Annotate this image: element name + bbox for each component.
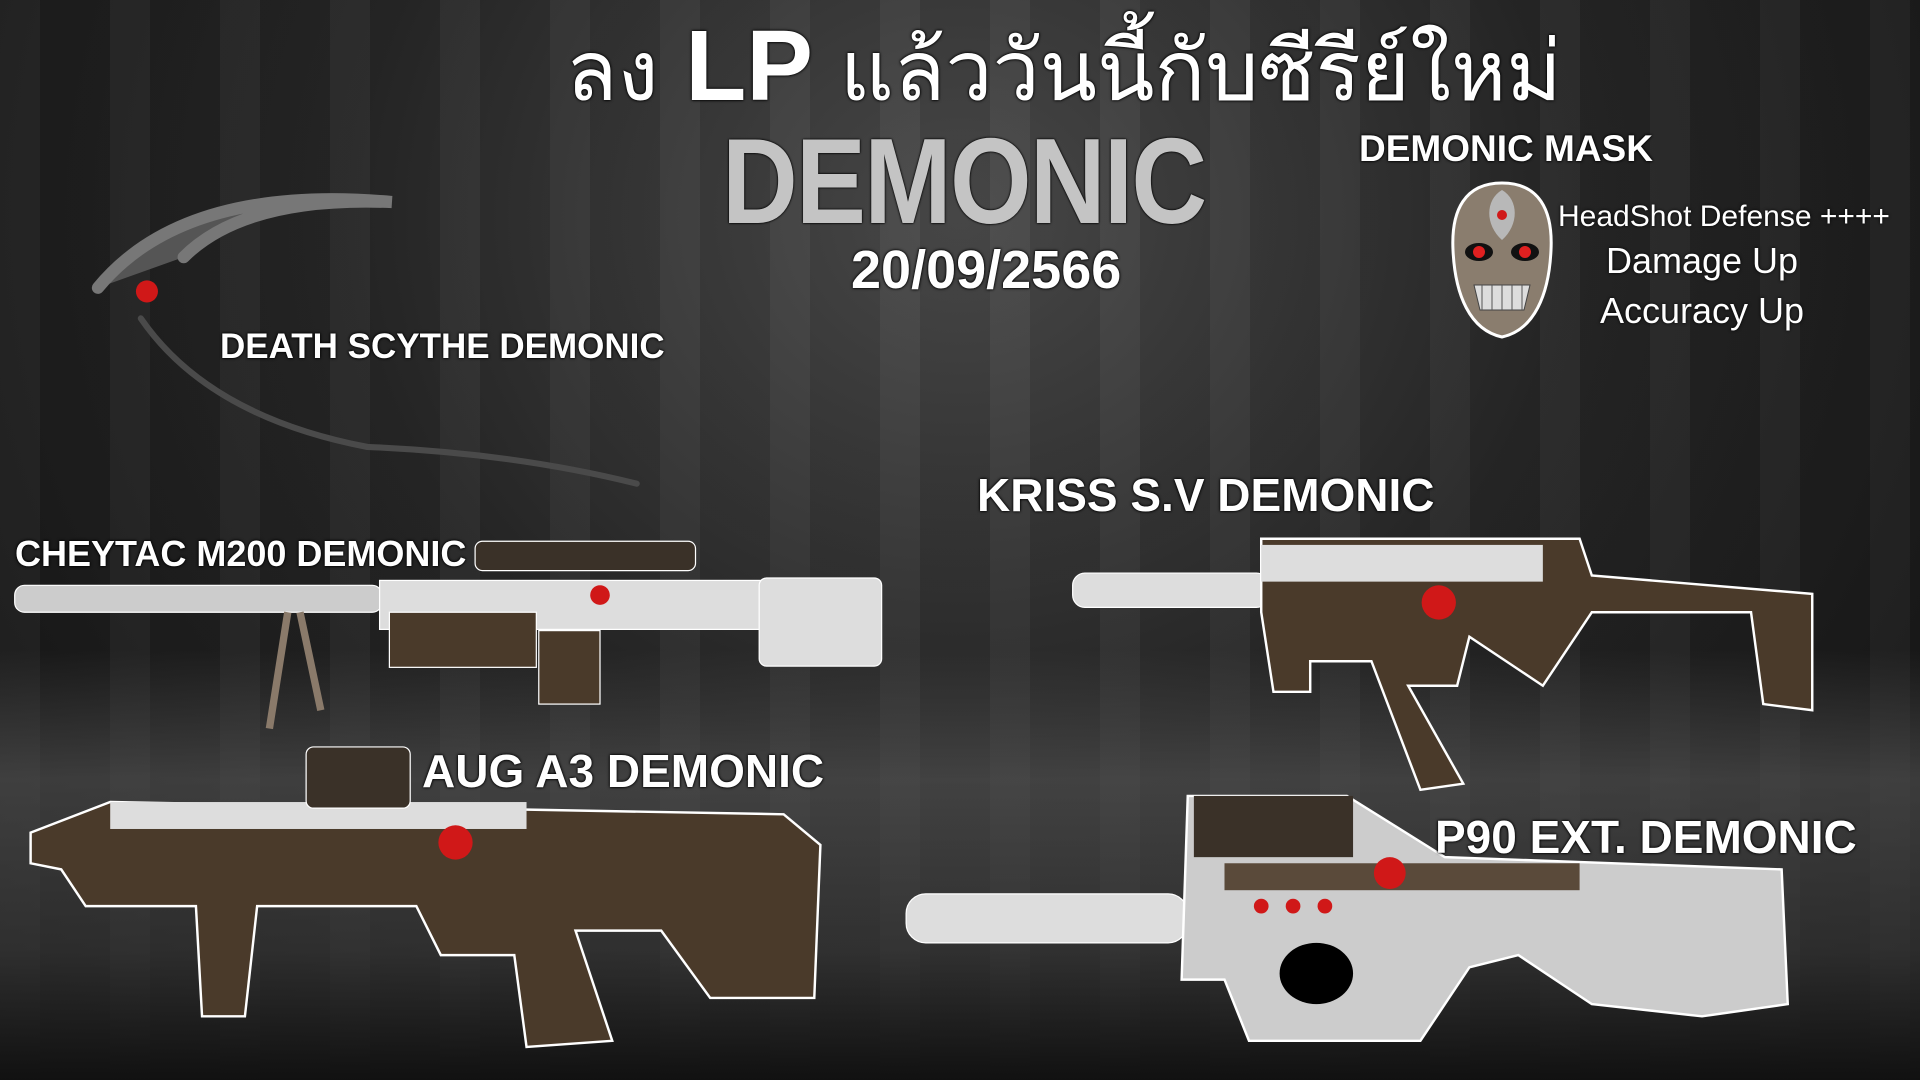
cheytac-m200-image [14, 540, 883, 730]
weapon-label-cheytac: CHEYTAC M200 DEMONIC [15, 533, 467, 574]
death-scythe-image [91, 193, 640, 487]
demonic-mask-image [1451, 181, 1553, 339]
mask-stat-headshot-defense: HeadShot Defense ++++ [1558, 200, 1890, 233]
weapon-label-death-scythe: DEATH SCYTHE DEMONIC [220, 327, 665, 366]
release-date: 20/09/2566 [851, 240, 1122, 300]
aug-a3-image [29, 746, 822, 1049]
mask-stat-accuracy: Accuracy Up [1599, 290, 1805, 331]
mask-stat-damage: Damage Up [1605, 240, 1799, 281]
series-title: DEMONIC [722, 113, 1207, 249]
p90-ext-image [905, 794, 1790, 1043]
mask-title: DEMONIC MASK [1359, 128, 1653, 169]
weapon-label-p90: P90 EXT. DEMONIC [1435, 811, 1857, 863]
headline-suffix: แล้ววันนี้กับซีรีย์ใหม่ [839, 22, 1562, 120]
kriss-sv-image [1072, 537, 1814, 792]
weapon-label-aug: AUG A3 DEMONIC [422, 745, 825, 797]
headline-lp: LP [685, 10, 813, 122]
headline: ลง LP แล้ววันนี้กับซีรีย์ใหม่ [566, 14, 1562, 120]
headline-prefix: ลง [566, 22, 659, 120]
weapon-label-kriss: KRISS S.V DEMONIC [977, 469, 1435, 521]
